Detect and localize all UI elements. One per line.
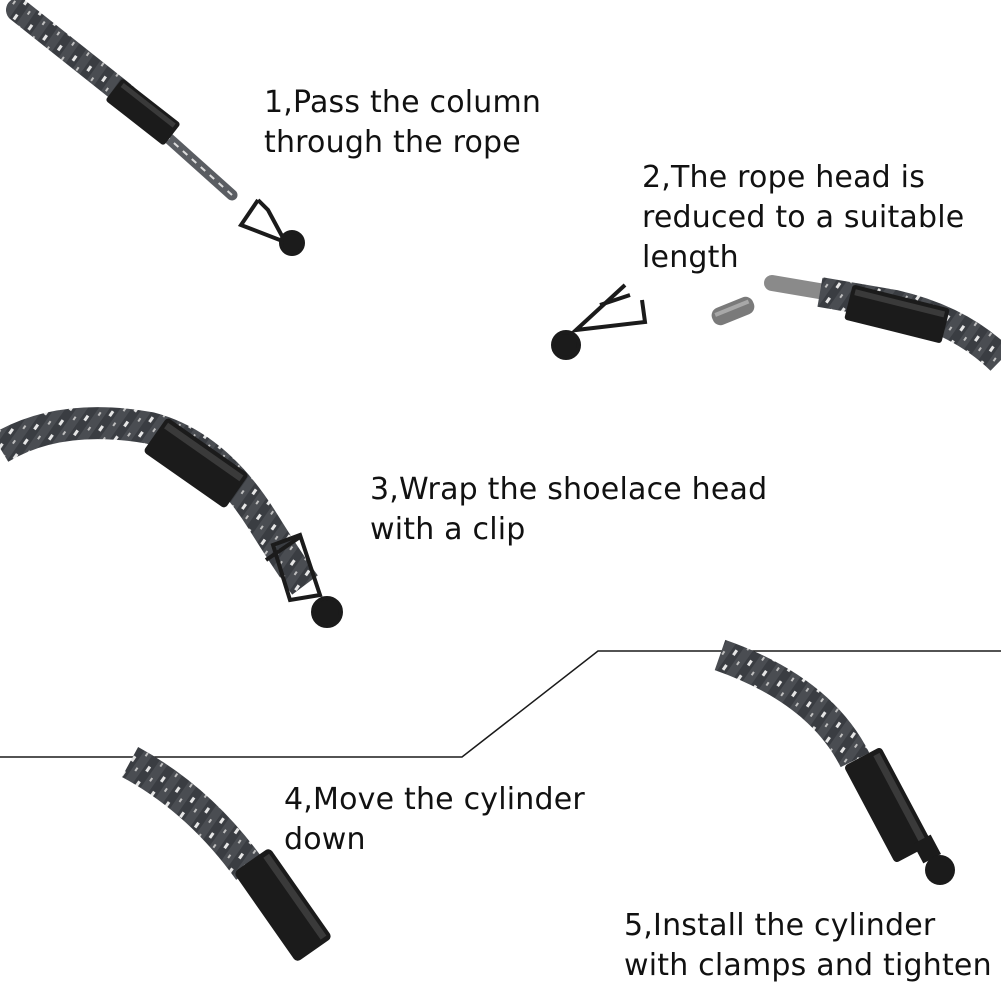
step-4-text: 4,Move the cylinder down (284, 782, 585, 857)
step-1-illustration (6, 0, 305, 256)
section-divider (0, 650, 1001, 758)
step-1-clip (237, 198, 305, 256)
step-2-cut-piece (711, 296, 755, 326)
step-5-clamp-end (913, 834, 955, 885)
step-2-text: 2,The rope head is reduced to a suitable… (642, 160, 965, 275)
step-2-rope-tip (764, 275, 833, 300)
step-2-cylinder (844, 285, 950, 343)
step-4-rope (121, 747, 264, 880)
step-4-illustration (121, 747, 331, 961)
step-2-illustration (551, 275, 1001, 371)
step-2-clip (551, 283, 648, 360)
step-5-cylinder (845, 747, 931, 863)
step-3-text: 3,Wrap the shoelace head with a clip (370, 472, 768, 547)
step-5-rope (714, 639, 870, 768)
step-1-cylinder (106, 79, 180, 145)
step-3-illustration (0, 407, 343, 628)
step-4-cylinder (235, 849, 331, 961)
step-5-text: 5,Install the cylinder with clamps and t… (624, 908, 992, 983)
step-1-rope (6, 0, 137, 107)
step-1-text: 1,Pass the column through the rope (264, 85, 542, 160)
step-3-clip (264, 532, 343, 628)
step-5-illustration (714, 639, 955, 885)
step-3-cylinder (144, 418, 248, 508)
